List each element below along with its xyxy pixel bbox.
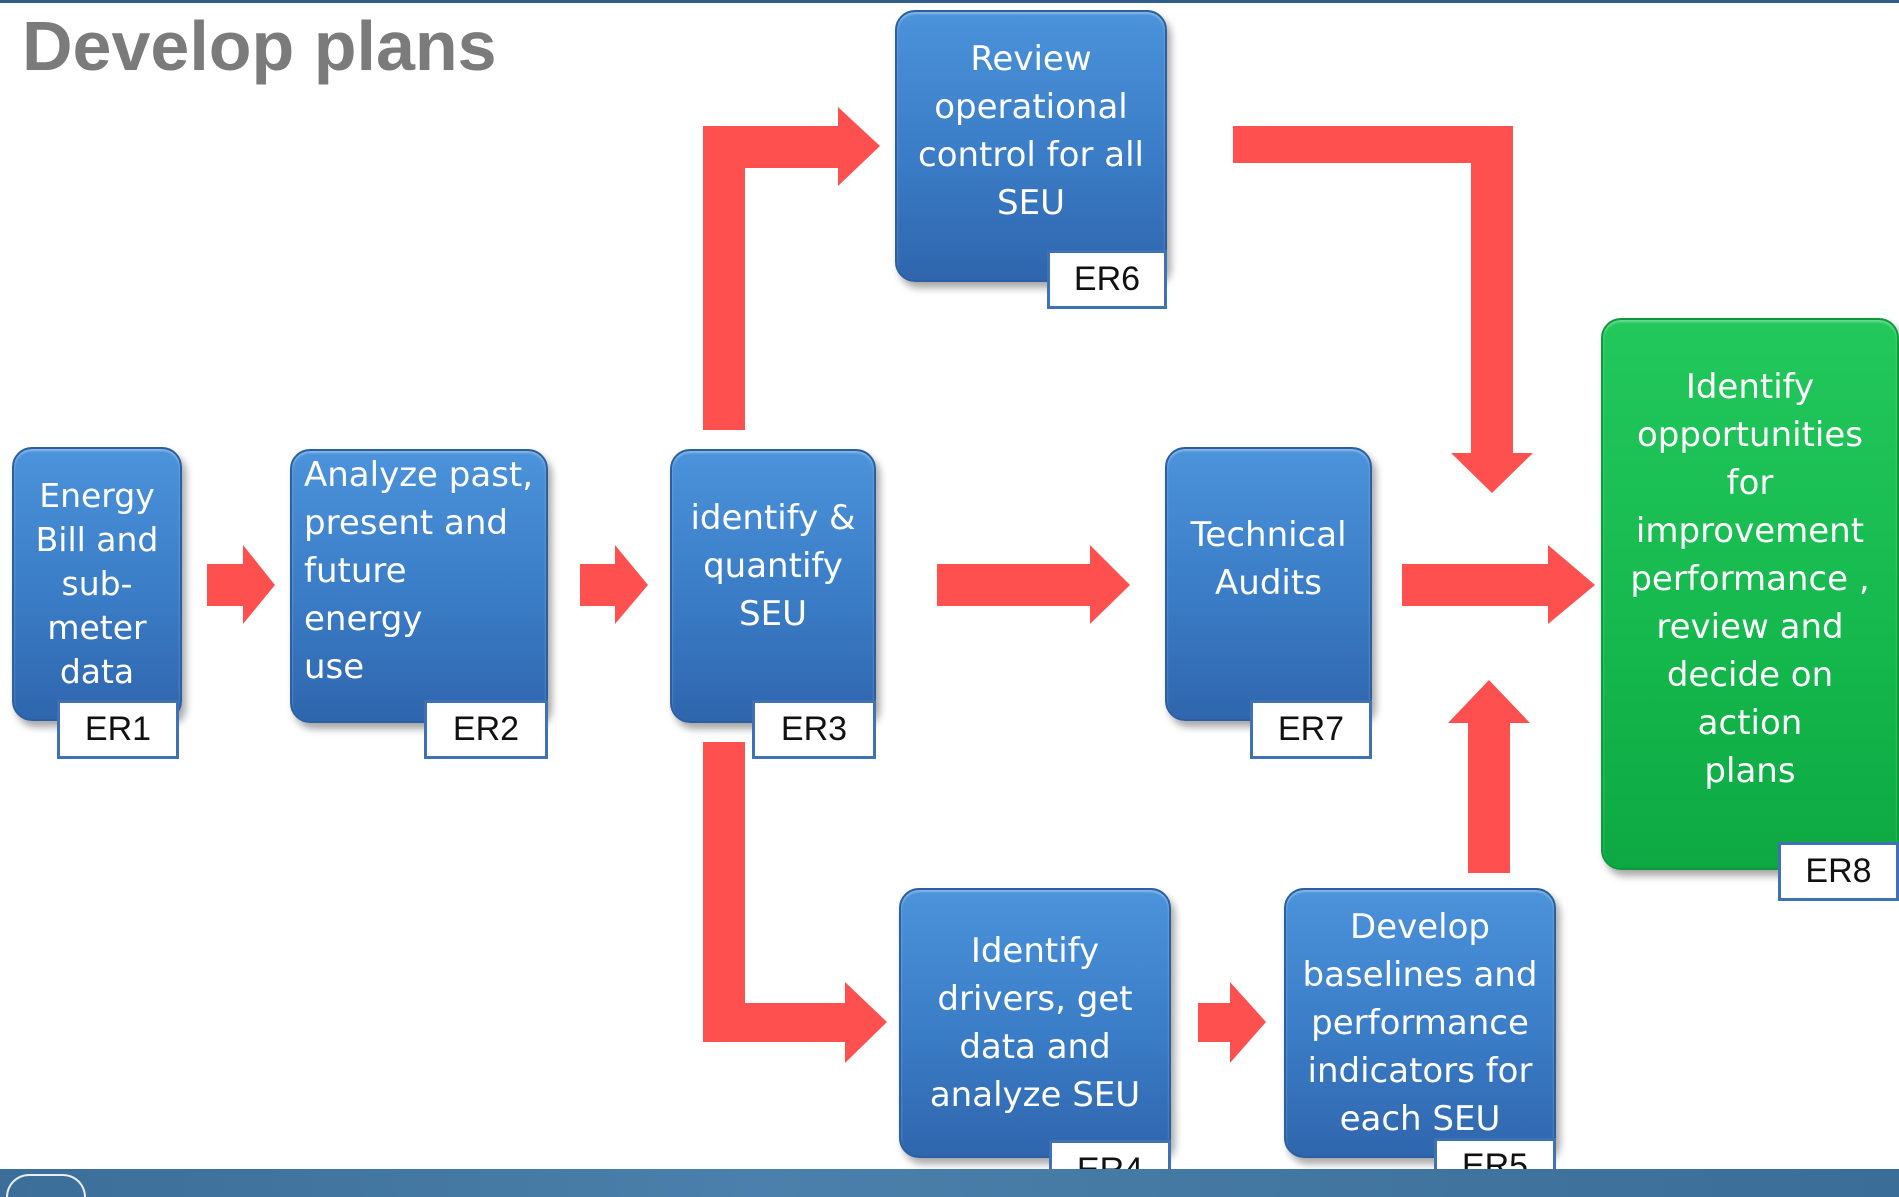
node-er2-label: ER2 <box>424 700 548 759</box>
arrow-er2-er3 <box>580 545 648 624</box>
node-er3-label: ER3 <box>752 700 876 759</box>
node-er2-text: Analyze past, present and future energy … <box>304 455 534 687</box>
node-er8: Identify opportunities for improvement p… <box>1601 318 1899 870</box>
footer-bar <box>0 1169 1899 1197</box>
node-er5: Develop baselines and performance indica… <box>1284 888 1556 1158</box>
arrow-er6-er8 <box>1233 126 1533 493</box>
node-er4: Identify drivers, get data and analyze S… <box>899 888 1171 1158</box>
node-er6: Review operational control for all SEU <box>895 10 1167 282</box>
arrow-er1-er2 <box>207 545 275 624</box>
node-er1-text: Energy Bill and sub- meter data <box>35 476 159 691</box>
node-er8-label: ER8 <box>1778 842 1899 901</box>
node-er6-label: ER6 <box>1047 250 1167 309</box>
node-er3: identify & quantify SEU <box>670 449 876 723</box>
un-emblem-icon <box>6 1174 86 1197</box>
node-er6-text: Review operational control for all SEU <box>918 39 1144 223</box>
node-er3-text: identify & quantify SEU <box>690 498 856 634</box>
node-er5-text: Develop baselines and performance indica… <box>1302 907 1538 1139</box>
node-er4-text: Identify drivers, get data and analyze S… <box>929 931 1141 1115</box>
top-rule <box>0 0 1899 3</box>
arrow-er3-er7 <box>937 545 1130 624</box>
node-er8-text: Identify opportunities for improvement p… <box>1630 367 1870 791</box>
node-er7-text: Technical Audits <box>1190 515 1347 603</box>
page-title: Develop plans <box>22 7 497 85</box>
node-er7-label: ER7 <box>1250 700 1372 759</box>
arrow-er7-er8 <box>1402 545 1595 624</box>
node-er1-label: ER1 <box>57 700 179 759</box>
arrow-er5-er8 <box>1448 680 1530 873</box>
arrow-er4-er5 <box>1198 982 1266 1063</box>
node-er7: Technical Audits <box>1165 447 1372 721</box>
arrow-er3-er4 <box>703 742 887 1063</box>
node-er1: Energy Bill and sub- meter data <box>12 447 182 721</box>
arrow-er3-er6 <box>703 107 880 430</box>
node-er2: Analyze past, present and future energy … <box>290 449 548 723</box>
